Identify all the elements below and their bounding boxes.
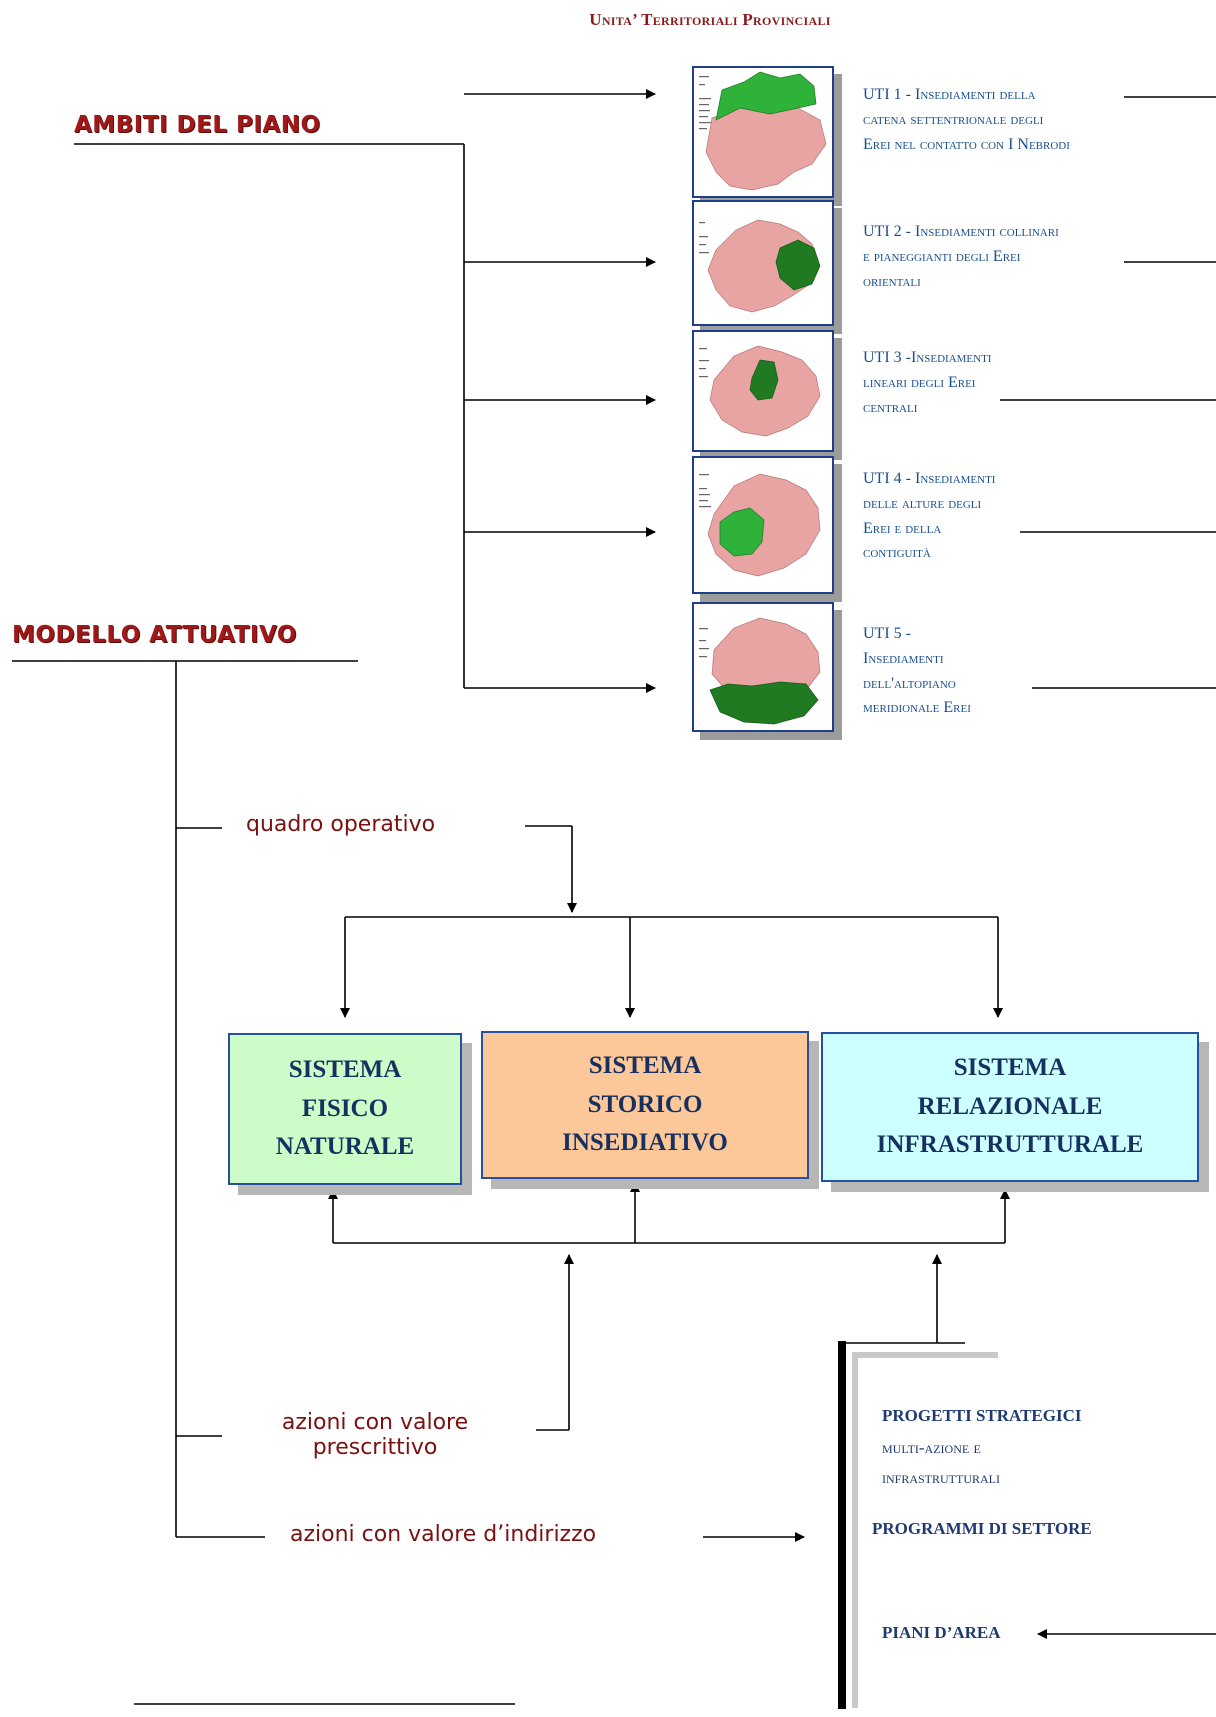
infrastrutturali: infrastrutturali — [882, 1468, 1001, 1487]
piani-area: PIANI D’AREA — [882, 1623, 1001, 1642]
uti-5-map — [692, 602, 834, 732]
uti-4-map — [692, 456, 834, 594]
multi-azione: multi-azione e — [882, 1438, 981, 1457]
uti-3-map — [692, 330, 834, 452]
programmi-di-settore: PROGRAMMI DI SETTORE — [872, 1519, 1092, 1538]
uti-1-map — [692, 66, 834, 198]
modello-heading: MODELLO ATTUATIVO — [12, 622, 297, 648]
ambiti-heading: AMBITI DEL PIANO — [74, 112, 321, 138]
uti-2-map — [692, 200, 834, 326]
indirizzo-label: azioni con valore d’indirizzo — [290, 1522, 597, 1547]
progetti-strategici: PROGETTI STRATEGICI — [882, 1406, 1082, 1425]
uti-title: Unita’ Territoriali Provinciali — [589, 10, 831, 29]
quadro-operativo-label: quadro operativo — [246, 812, 436, 837]
